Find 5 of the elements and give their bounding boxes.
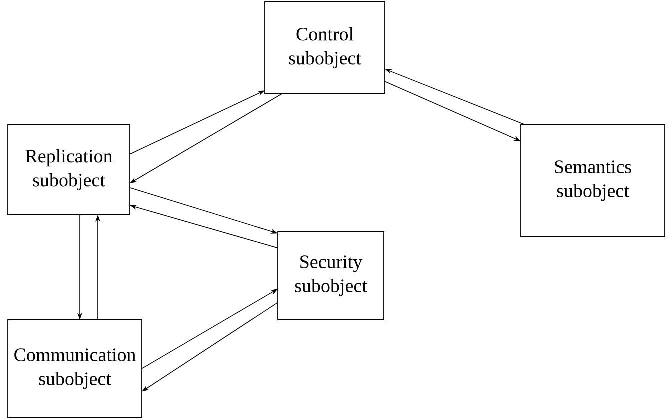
process-box: Replication subobject (8, 124, 130, 216)
process-box: Semantics subobject (520, 124, 666, 238)
process-box: Security subobject (278, 232, 384, 320)
process-box: Communication subobject (8, 320, 142, 418)
process-box: Control subobject (264, 2, 386, 94)
